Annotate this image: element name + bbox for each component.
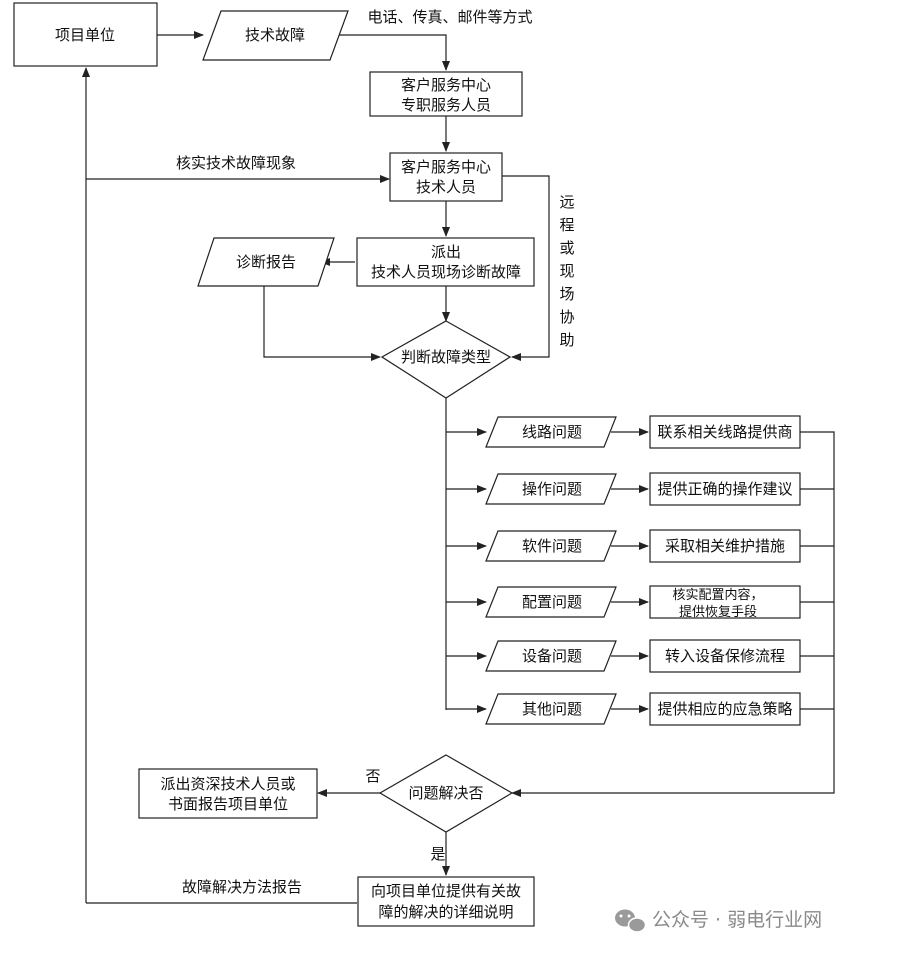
- tech-fault-label: 技术故障: [245, 26, 305, 44]
- senior-line-1: 派出资深技术人员或: [160, 775, 295, 793]
- service-staff-box: [369, 71, 523, 117]
- edge-report-to-judge: [263, 286, 381, 361]
- problem-action-box: [649, 639, 801, 673]
- watermark: 公众号 · 弱电行业网: [615, 909, 822, 933]
- resolved-diamond: [378, 754, 514, 833]
- dispatch-line-2: 技术人员现场诊断故障: [371, 263, 521, 281]
- edge-fault-to-service: [333, 34, 450, 71]
- problem-type-box: [485, 640, 617, 672]
- remote-assist-label: 远 程 或 现 场 协 助: [559, 193, 574, 349]
- problem-action-label: 核实配置内容，: [672, 587, 763, 603]
- wechat-icon: [615, 909, 647, 933]
- explain-line-2: 障的解决的详细说明: [378, 903, 513, 921]
- explain-line-1: 向项目单位提供有关故: [371, 882, 521, 900]
- service-tech-line-2: 技术人员: [416, 178, 476, 196]
- problem-type-label: 软件问题: [522, 537, 582, 555]
- project-unit-label: 项目单位: [55, 26, 115, 44]
- problem-type-label: 线路问题: [522, 423, 582, 441]
- project-unit-box: [13, 2, 158, 67]
- solution-report-label: 故障解决方法报告: [182, 878, 302, 896]
- problem-type-box: [485, 586, 617, 618]
- senior-report-box: [138, 768, 318, 819]
- senior-line-2: 书面报告项目单位: [168, 795, 288, 813]
- contact-methods-label: 电话、传真、邮件等方式: [367, 8, 532, 26]
- problem-action-box: [649, 692, 801, 726]
- remote-char-5: 场: [559, 285, 574, 303]
- diag-report-box: [197, 237, 335, 287]
- remote-char-2: 程: [559, 216, 574, 234]
- verify-symptom-label: 核实技术故障现象: [176, 154, 296, 172]
- service-staff-line-2: 专职服务人员: [401, 96, 491, 114]
- remote-char-6: 协: [559, 308, 574, 326]
- service-staff-line-1: 客户服务中心: [401, 76, 491, 94]
- explain-box: [357, 876, 535, 927]
- connectors: [82, 31, 835, 904]
- problem-action-box: [649, 415, 801, 449]
- problem-action-label: 提供恢复手段: [679, 604, 757, 620]
- problem-type-label: 配置问题: [522, 593, 582, 611]
- problem-action-label: 转入设备保修流程: [665, 647, 785, 665]
- problem-type-box: [485, 416, 617, 448]
- problem-type-box: [485, 693, 617, 725]
- problem-type-label: 设备问题: [522, 647, 582, 665]
- diag-report-label: 诊断报告: [236, 253, 296, 271]
- edge-remote-assist: [502, 175, 550, 361]
- dispatch-box: [356, 237, 535, 287]
- judge-type-label: 判断故障类型: [401, 348, 491, 366]
- problem-action-label: 提供相应的应急策略: [657, 700, 792, 718]
- problem-action-box: [649, 529, 801, 563]
- remote-char-7: 助: [559, 331, 574, 349]
- problem-type-box: [485, 530, 617, 562]
- yes-label: 是: [430, 845, 445, 863]
- problem-type-box: [485, 473, 617, 505]
- remote-char-4: 现: [559, 262, 574, 280]
- problem-action-box: [649, 472, 801, 506]
- problem-type-label: 其他问题: [522, 700, 582, 718]
- service-tech-line-1: 客户服务中心: [401, 158, 491, 176]
- problem-type-label: 操作问题: [522, 480, 582, 498]
- service-tech-box: [389, 152, 503, 202]
- judge-type-diamond: [380, 320, 512, 399]
- tech-fault-box: [202, 10, 349, 61]
- no-label: 否: [365, 767, 380, 785]
- problem-action-label: 采取相关维护措施: [665, 537, 785, 555]
- remote-char-3: 或: [559, 239, 574, 257]
- watermark-text: 公众号 · 弱电行业网: [652, 909, 822, 931]
- edge-actions-to-resolved: [511, 431, 835, 797]
- resolved-label: 问题解决否: [408, 784, 483, 802]
- remote-char-1: 远: [559, 193, 574, 211]
- problem-action-label: 联系相关线路提供商: [657, 423, 792, 441]
- problem-action-label: 提供正确的操作建议: [657, 480, 792, 498]
- dispatch-line-1: 派出: [431, 243, 461, 261]
